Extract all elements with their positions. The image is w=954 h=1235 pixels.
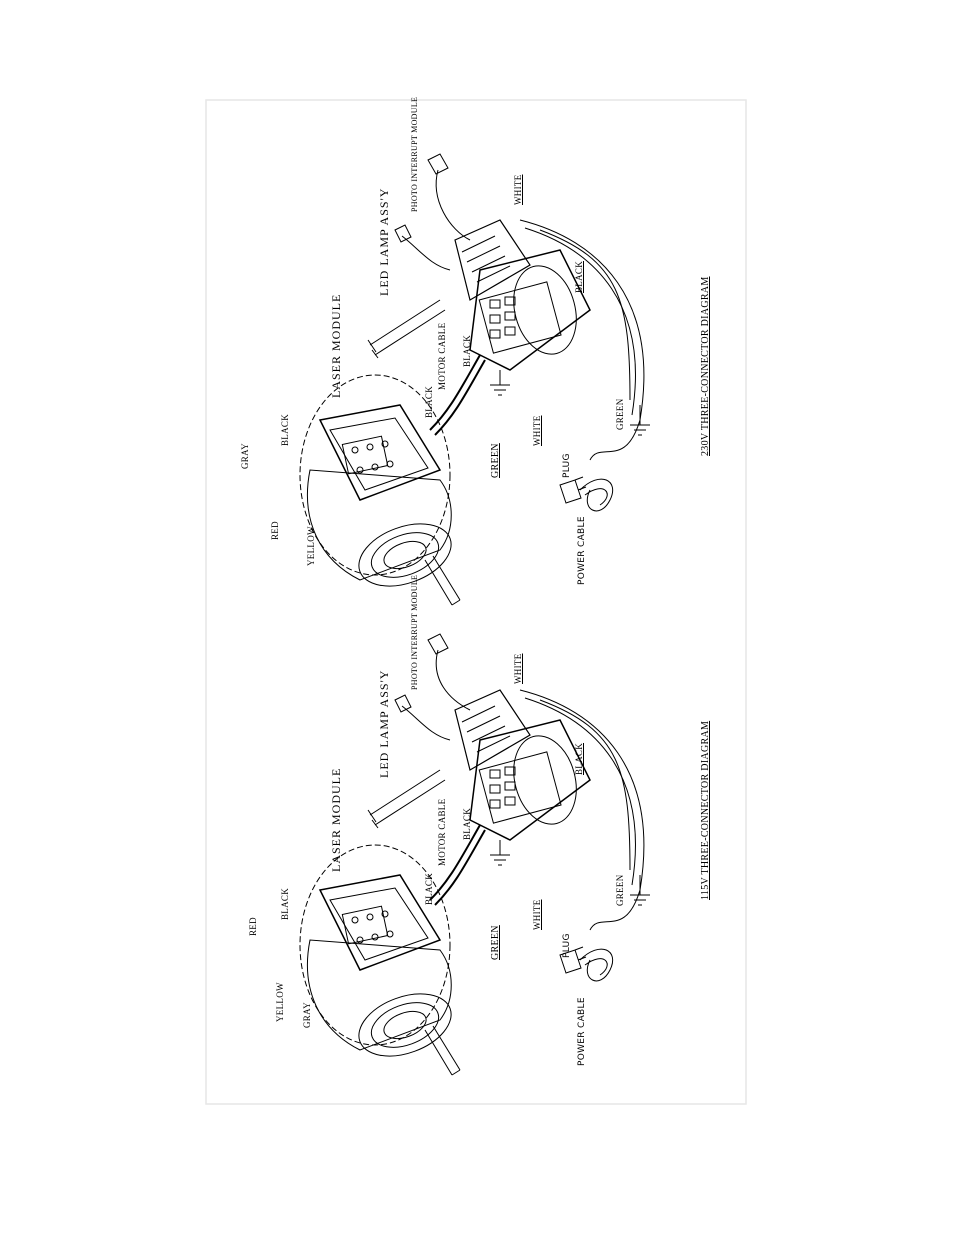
- label-black-motor: BLACK: [424, 385, 434, 418]
- label-photo-interrupt: PHOTO INTERRUPT MODULE: [410, 574, 419, 690]
- motor-cable: [429, 824, 486, 906]
- label-plug: PLUG: [562, 453, 572, 478]
- label-led-lamp: LED LAMP ASS'Y: [377, 669, 391, 778]
- label-yellow: YELLOW: [275, 982, 285, 1022]
- label-black-right: BLACK: [574, 742, 584, 775]
- power-plug: [559, 476, 587, 504]
- label-black-motor-cable: BLACK: [462, 334, 472, 367]
- connector-block: [454, 219, 531, 301]
- label-laser-module: LASER MODULE: [329, 293, 343, 398]
- power-cable: [519, 219, 645, 461]
- scan-frame: [205, 99, 747, 1105]
- label-laser-module: LASER MODULE: [329, 767, 343, 872]
- motor-end-cap: [358, 523, 452, 587]
- label-green-power: GREEN: [615, 398, 625, 431]
- motor-shaft: [424, 1025, 461, 1076]
- label-gray: GRAY: [302, 1002, 312, 1028]
- label-white-mid: WHITE: [532, 899, 542, 931]
- label-black-terminal: BLACK: [280, 887, 290, 920]
- label-green-power: GREEN: [615, 874, 625, 907]
- label-green-mid: GREEN: [490, 443, 501, 478]
- led-lamp-connector: [394, 224, 451, 271]
- motor-housing-outline: [299, 374, 451, 576]
- motor-end-cap: [358, 993, 452, 1057]
- label-red: RED: [270, 521, 280, 540]
- diagram-230v: [299, 153, 650, 606]
- label-black-motor: BLACK: [424, 872, 434, 905]
- label-red: RED: [248, 917, 258, 936]
- label-gray: GRAY: [240, 443, 250, 469]
- label-power-cable: POWER CABLE: [577, 516, 587, 585]
- label-white-top: WHITE: [513, 174, 523, 206]
- label-power-cable: POWER CABLE: [577, 997, 587, 1066]
- label-white-top: WHITE: [513, 653, 523, 685]
- ground-symbol: [490, 840, 510, 866]
- label-green-mid: GREEN: [490, 925, 501, 960]
- laser-module-leads: [367, 299, 446, 359]
- motor-shaft: [424, 555, 461, 606]
- label-black-right: BLACK: [574, 260, 584, 293]
- switch-box: [469, 249, 591, 371]
- diagram-title-115v: 115V THREE-CONNECTOR DIAGRAM: [700, 720, 711, 900]
- motor-body: [306, 939, 452, 1051]
- connector-block: [454, 689, 531, 771]
- power-cable: [519, 689, 645, 931]
- photo-interrupt-connector: [427, 153, 471, 241]
- label-black-motor-cable: BLACK: [462, 807, 472, 840]
- power-cable-coil: [579, 478, 614, 512]
- label-motor-cable: MOTOR CABLE: [437, 798, 447, 866]
- motor-housing-outline: [299, 844, 451, 1046]
- photo-interrupt-connector: [427, 633, 471, 711]
- label-led-lamp: LED LAMP ASS'Y: [377, 187, 391, 296]
- switch-box: [469, 719, 591, 841]
- motor-body: [306, 469, 452, 581]
- label-yellow: YELLOW: [306, 526, 316, 566]
- label-photo-interrupt: PHOTO INTERRUPT MODULE: [410, 96, 419, 212]
- label-motor-cable: MOTOR CABLE: [437, 322, 447, 390]
- diagram-title-230v: 230V THREE-CONNECTOR DIAGRAM: [700, 276, 711, 456]
- motor-cable: [429, 354, 486, 436]
- diagram-115v: [299, 633, 650, 1076]
- label-black-terminal: BLACK: [280, 413, 290, 446]
- motor-terminal-box: [318, 404, 442, 501]
- ground-symbol: [490, 370, 510, 396]
- label-white-mid: WHITE: [532, 415, 542, 447]
- led-lamp-connector: [394, 694, 451, 741]
- power-cable-coil: [579, 948, 614, 982]
- motor-terminal-box: [318, 874, 442, 971]
- laser-module-leads: [367, 769, 446, 829]
- label-plug: PLUG: [562, 933, 572, 958]
